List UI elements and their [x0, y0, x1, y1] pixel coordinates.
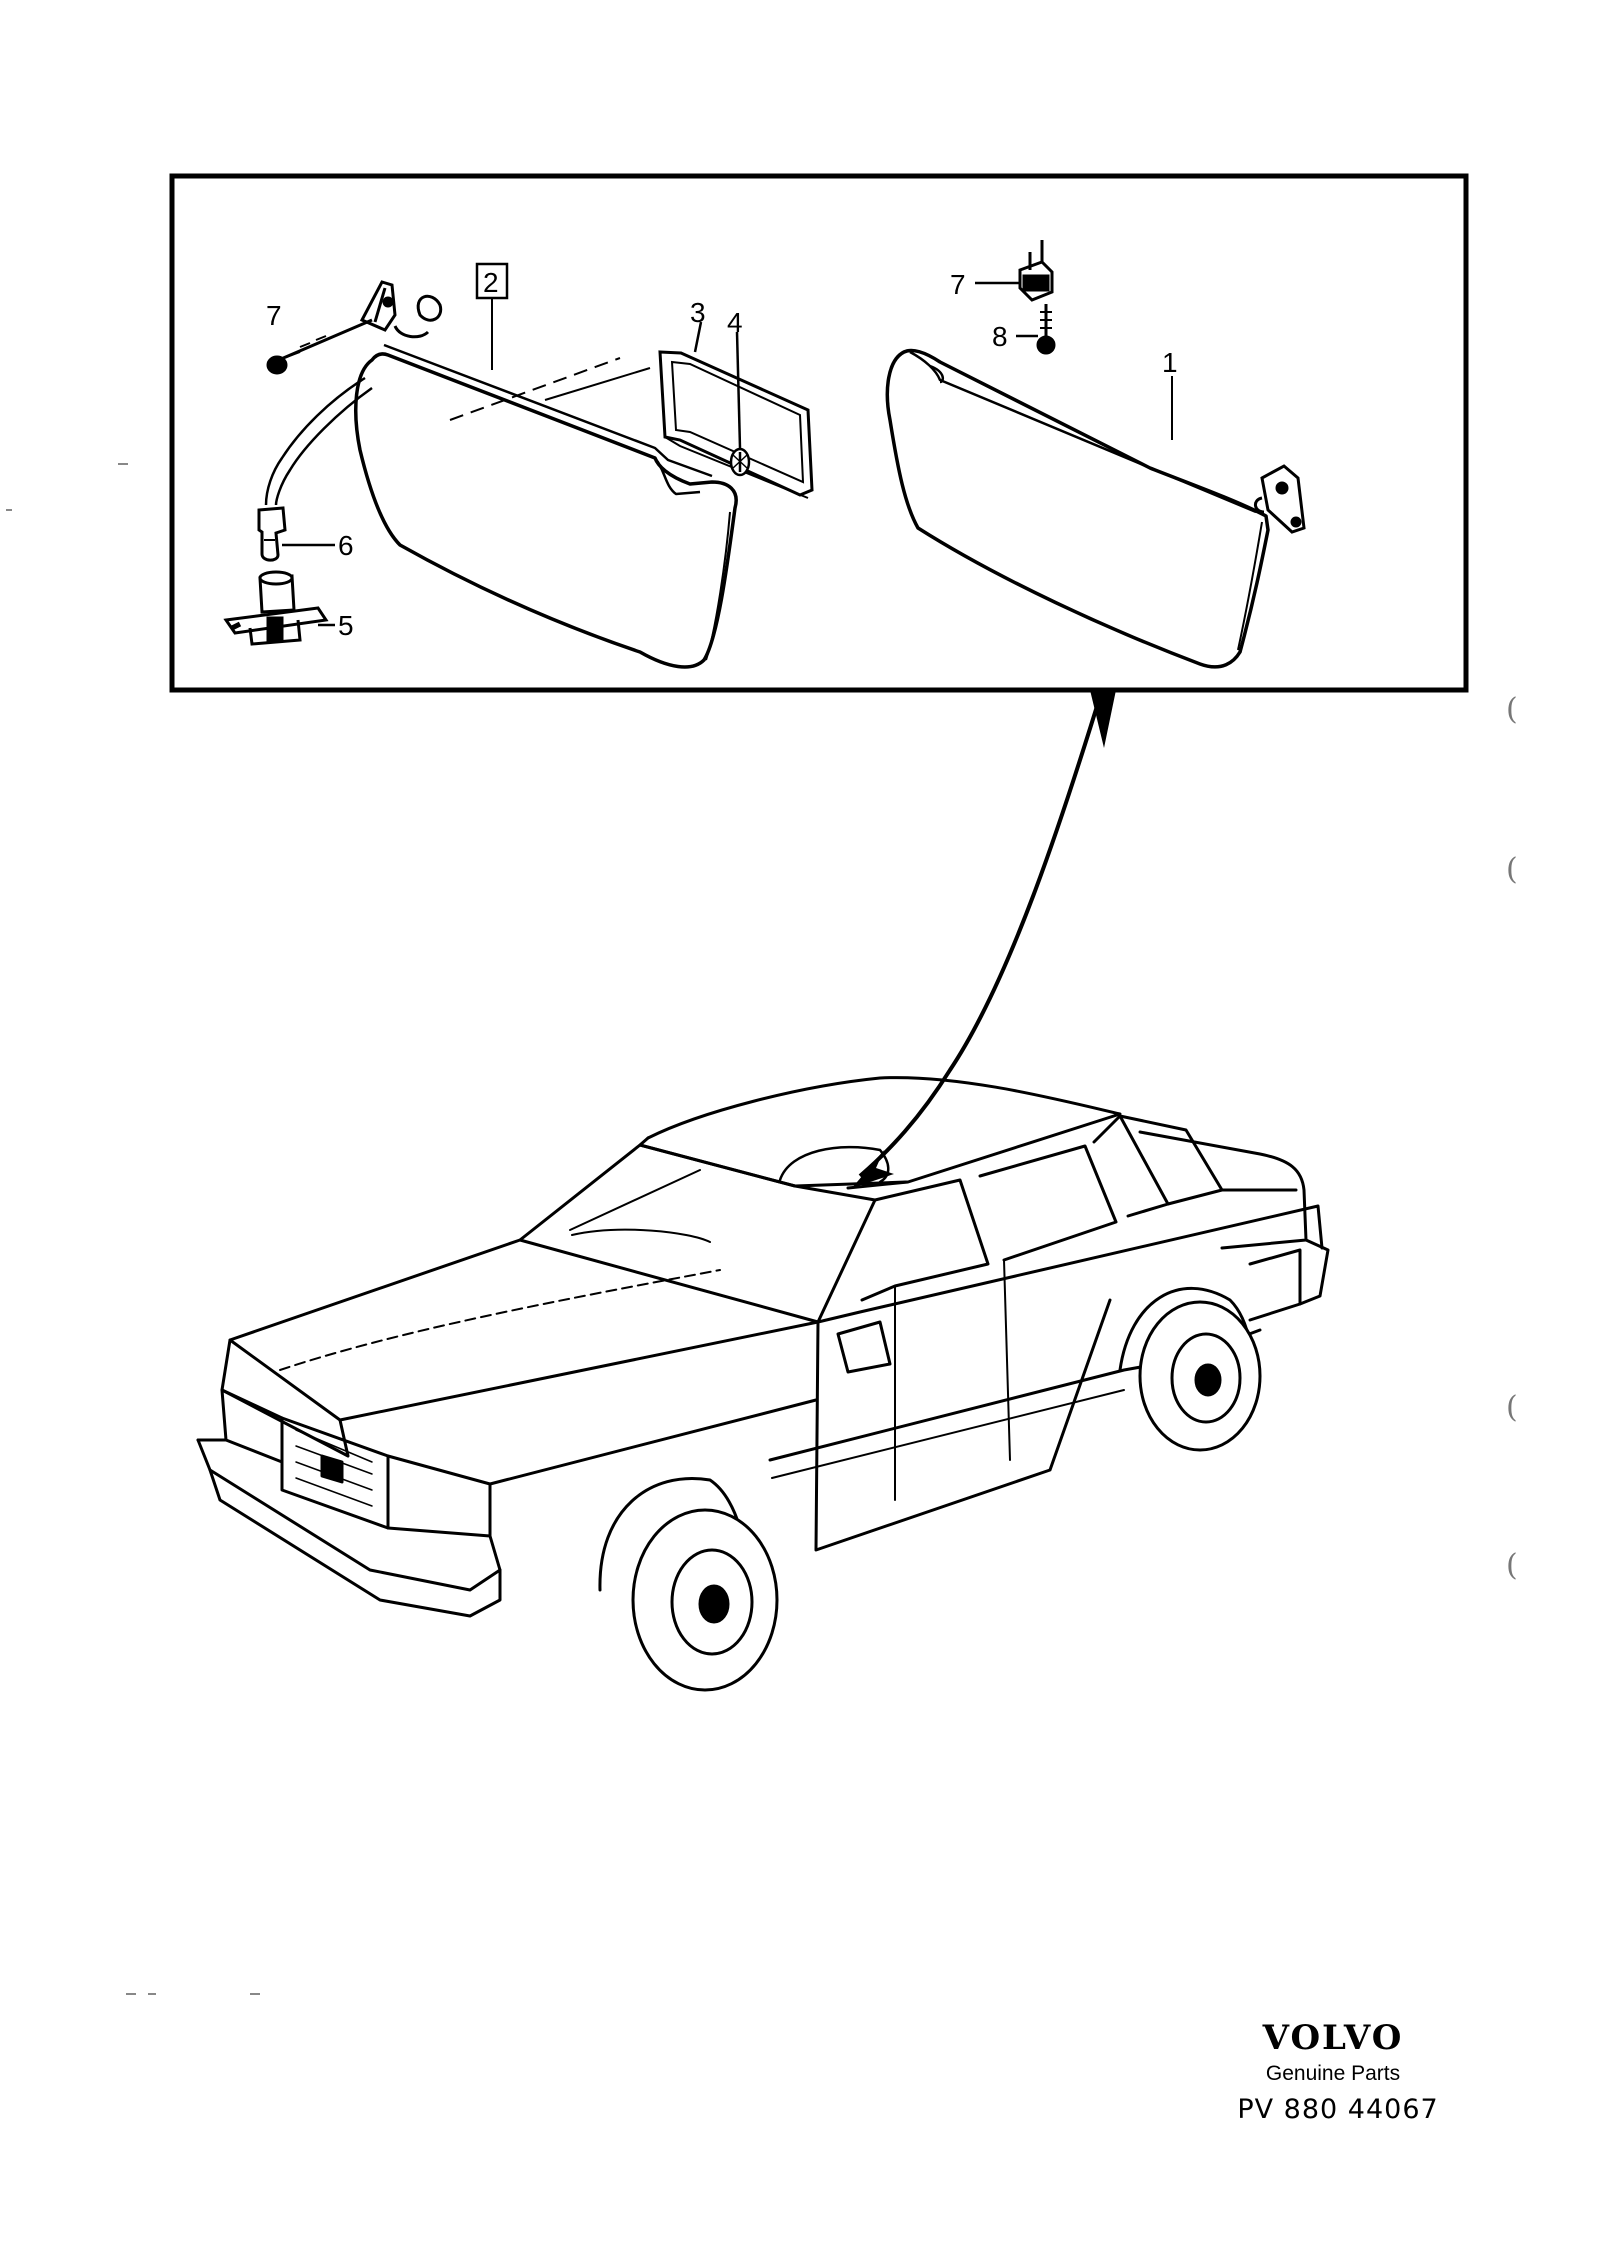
right-sun-visor	[885, 348, 1270, 669]
callout-7-right: 7	[950, 269, 966, 300]
callout-4: 4	[727, 307, 743, 338]
left-sun-visor	[354, 343, 738, 669]
callout-3: 3	[690, 297, 706, 328]
margin-mark: (	[1506, 1390, 1518, 1425]
margin-mark: (	[1506, 1548, 1518, 1583]
callout-5: 5	[338, 610, 354, 641]
callout-7-left: 7	[266, 300, 282, 331]
callout-1: 1	[1162, 347, 1178, 378]
leader-4	[735, 331, 742, 449]
detail-frame	[169, 173, 1469, 693]
scan-marks	[6, 463, 260, 1995]
switch-icon	[223, 570, 329, 646]
volvo-logo: VOLVO	[1262, 2018, 1404, 2058]
mirror-leader	[449, 357, 621, 421]
document-code: PV 880 44067	[1237, 2094, 1439, 2125]
callout-2: 2	[483, 267, 499, 298]
callout-8: 8	[992, 321, 1008, 352]
margin-mark: (	[1506, 852, 1518, 887]
connector-icon	[257, 506, 287, 562]
bracket-icon	[359, 280, 443, 339]
top-bracket-icon	[1018, 240, 1054, 302]
bulb-icon	[729, 447, 751, 477]
leader-3	[693, 321, 703, 353]
screw-8-icon	[1036, 304, 1056, 355]
callout-6: 6	[338, 530, 354, 561]
right-bracket-icon	[1254, 464, 1306, 534]
mirror-icon	[658, 350, 814, 499]
car-illustration	[196, 1076, 1330, 1692]
screw-icon	[266, 318, 373, 375]
genuine-parts-label: Genuine Parts	[1265, 2062, 1401, 2085]
mirror-leader-2	[544, 367, 651, 401]
wire-harness	[264, 376, 373, 506]
location-arrow	[852, 689, 1116, 1188]
margin-mark: (	[1506, 692, 1518, 727]
